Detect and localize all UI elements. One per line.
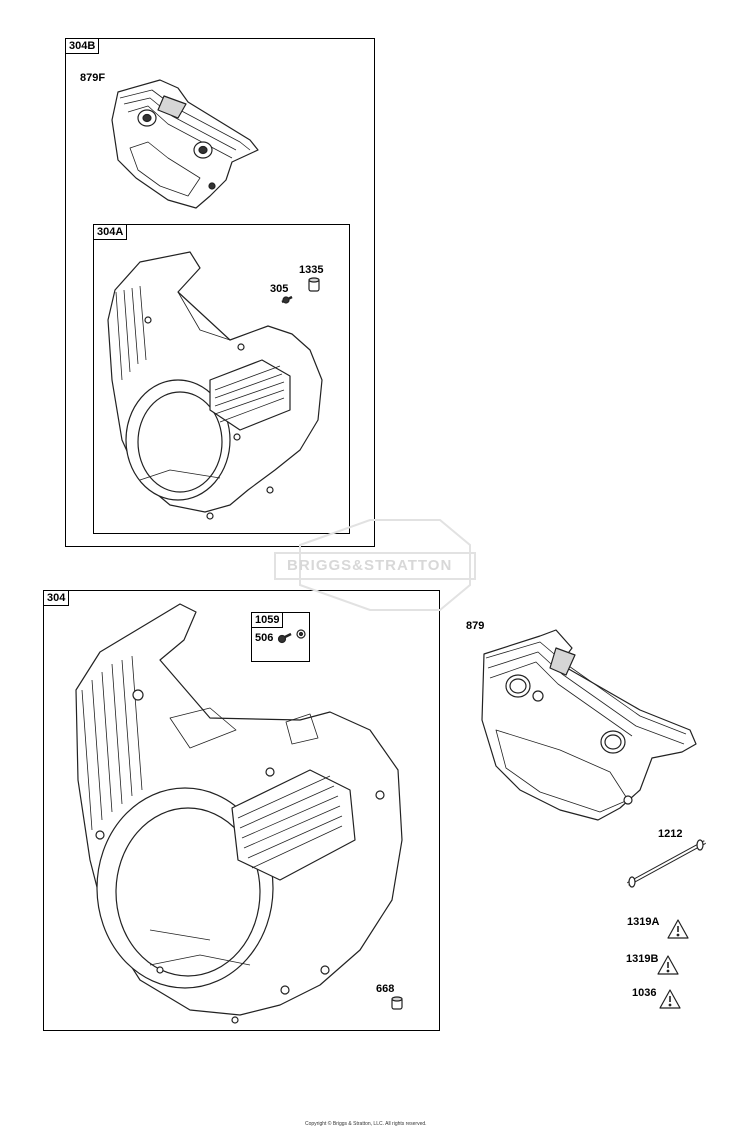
kit-box-304A: 304A: [93, 224, 350, 534]
part-668-spacer: [391, 996, 403, 1010]
part-1212-rod: [627, 839, 706, 888]
part-304A-drawing: [107, 251, 323, 520]
part-879F-drawing: [111, 79, 259, 209]
kit-label-304: 304: [43, 590, 70, 606]
kit-box-304: 304: [43, 590, 440, 1031]
part-label-1319B: 1319B: [626, 953, 659, 965]
kit-box-304B: 304B: [65, 38, 375, 547]
part-label-1319A: 1319A: [627, 916, 660, 928]
watermark-text: BRIGGS&STRATTON: [287, 557, 453, 574]
kit-label-1059: 1059: [251, 612, 284, 628]
part-506-screw: [277, 629, 306, 644]
part-label-1036: 1036: [632, 987, 657, 999]
part-label-1335: 1335: [299, 264, 324, 276]
part-305-screw: [281, 295, 293, 304]
part-label-668: 668: [376, 983, 395, 995]
part-label-879: 879: [466, 620, 485, 632]
part-1335-spacer: [308, 277, 320, 292]
kit-box-1059: 1059: [251, 612, 310, 662]
warning-icon-1036: [659, 989, 681, 1009]
part-879-drawing: [481, 629, 697, 821]
copyright-text: Copyright © Briggs & Stratton, LLC. All …: [305, 1121, 427, 1127]
kit-label-304A: 304A: [93, 224, 128, 240]
warning-icon-1319A: [667, 919, 689, 939]
kit-label-304B: 304B: [65, 38, 100, 54]
warning-icon-1319B: [657, 955, 679, 975]
part-304-drawing: [75, 603, 403, 1024]
part-label-305: 305: [270, 283, 289, 295]
part-label-1212: 1212: [658, 828, 683, 840]
part-label-506: 506: [255, 632, 274, 644]
part-label-879F: 879F: [80, 72, 106, 84]
